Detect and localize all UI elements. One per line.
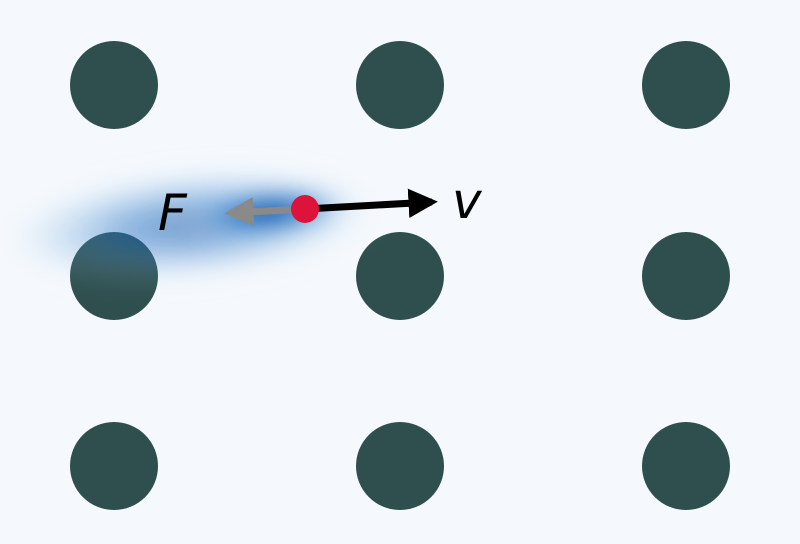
lattice-ion-r3-c2 (356, 422, 444, 510)
electron-particle (291, 195, 319, 223)
velocity-label: v (452, 172, 483, 230)
lattice-ion-r1-c2 (356, 41, 444, 129)
lattice-ion-r3-c3 (642, 422, 730, 510)
force-label: F (158, 184, 188, 242)
lattice-ion-r3-c1 (70, 422, 158, 510)
polarization-wake (0, 160, 390, 290)
lattice-ion-r2-c2 (356, 232, 444, 320)
lattice-ion-r1-c1 (70, 41, 158, 129)
lattice-ion-r1-c3 (642, 41, 730, 129)
velocity-arrow (304, 188, 438, 218)
lattice-ion-r2-c3 (642, 232, 730, 320)
